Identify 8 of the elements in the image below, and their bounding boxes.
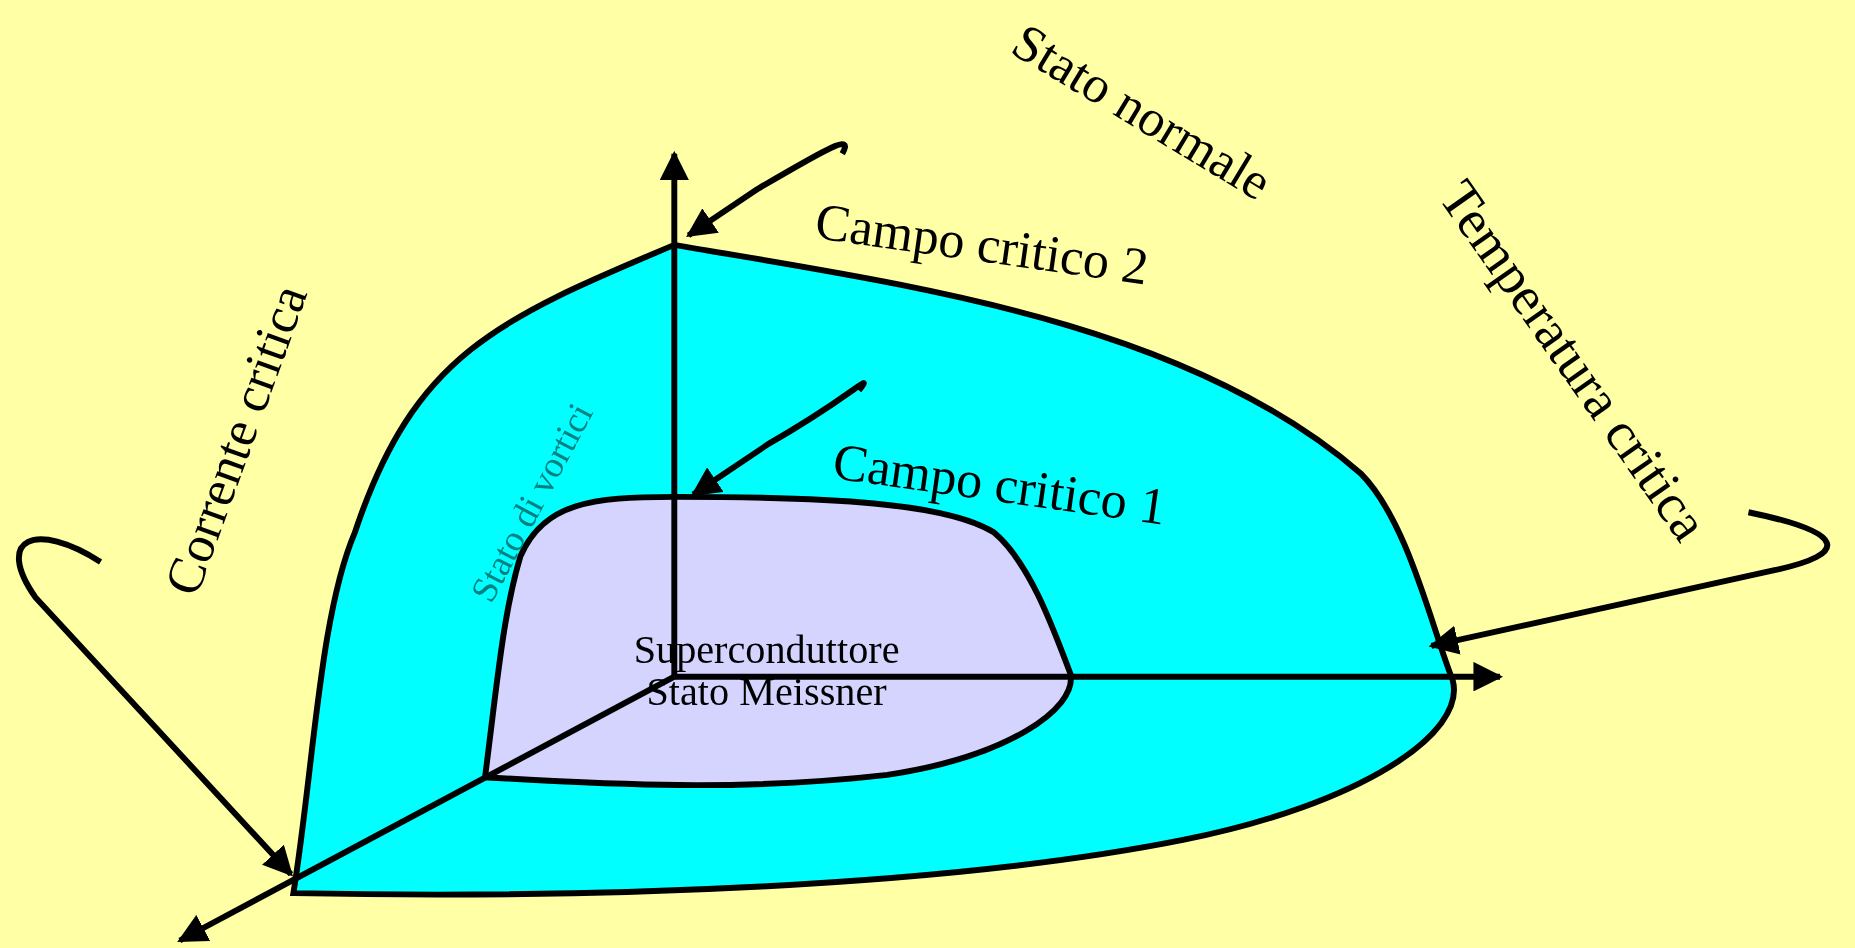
annotation-label: Corrente critica [155, 277, 318, 603]
region-label: Stato di vortici [464, 397, 601, 609]
annotation-label: Campo critico 2 [812, 194, 1152, 296]
leader-arrow [16, 536, 294, 877]
leader-arrow [690, 380, 867, 497]
leader-arrow [686, 141, 848, 238]
annotation-label: Campo critico 1 [829, 434, 1170, 536]
leader-arrow [1428, 509, 1830, 655]
